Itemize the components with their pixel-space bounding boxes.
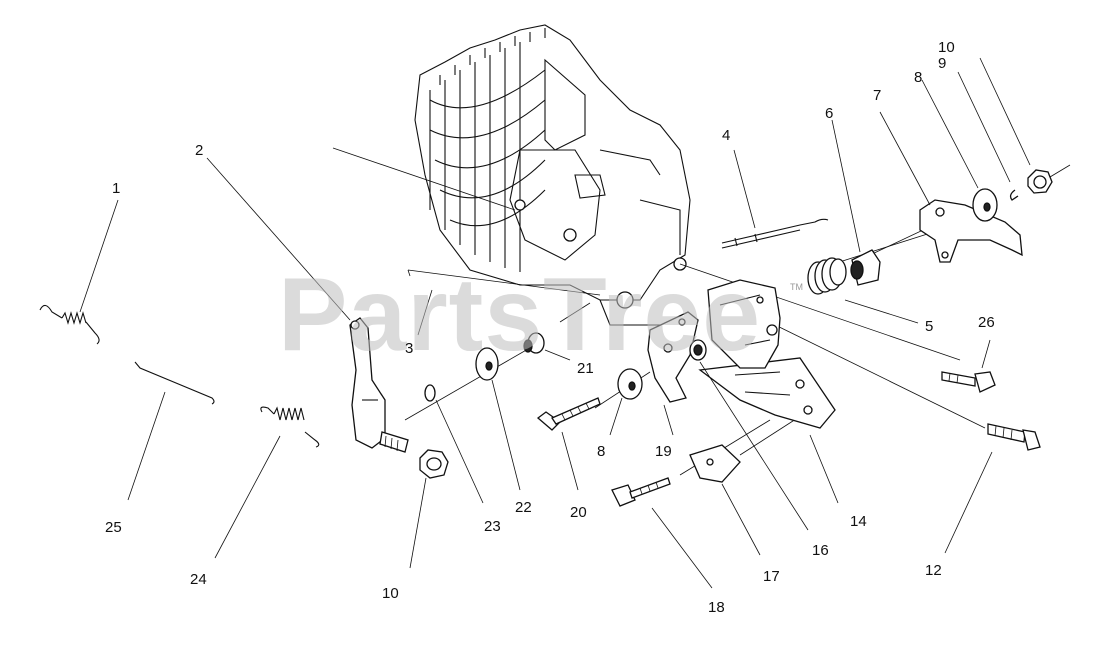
callout-3: 3	[405, 340, 413, 357]
callout-9: 9	[938, 55, 946, 72]
spring-5	[807, 257, 847, 295]
callout-10-lower: 10	[382, 585, 399, 602]
lever-7	[919, 199, 1023, 263]
callout-20: 20	[570, 504, 587, 521]
nut-10-upper	[1027, 169, 1053, 194]
clip-9	[1009, 189, 1019, 201]
clip-17	[689, 444, 741, 483]
callout-leaders	[79, 57, 1031, 589]
bolt-20	[536, 397, 601, 431]
callout-12: 12	[925, 562, 942, 579]
spring-1	[39, 304, 100, 345]
governor-lever	[349, 317, 409, 453]
callout-7: 7	[873, 87, 881, 104]
bushing-6	[850, 249, 881, 286]
callout-14: 14	[850, 513, 867, 530]
watermark: PartsTree	[278, 257, 761, 373]
bolt-26	[941, 371, 996, 393]
spring-24	[260, 406, 320, 448]
callout-17: 17	[763, 568, 780, 585]
bolt-18	[611, 477, 671, 507]
rod-4	[721, 218, 829, 249]
callout-22: 22	[515, 499, 532, 516]
callout-16: 16	[812, 542, 829, 559]
trademark-mark: TM	[790, 282, 803, 292]
callout-18: 18	[708, 599, 725, 616]
washer-8-lower	[617, 368, 643, 400]
washer-23	[424, 384, 436, 402]
callout-19: 19	[655, 443, 672, 460]
callout-8-lower: 8	[597, 443, 605, 460]
bushing-21	[523, 332, 545, 354]
callout-8-upper: 8	[914, 69, 922, 86]
bolt-12	[987, 423, 1041, 451]
callout-4: 4	[722, 127, 730, 144]
engine-block	[414, 24, 691, 326]
callout-26: 26	[978, 314, 995, 331]
callout-21: 21	[577, 360, 594, 377]
callout-numbers: 1 2 3 4 5 6 7 8 9 10 26 12 14 16 17 18 1…	[105, 39, 995, 616]
callout-24: 24	[190, 571, 207, 588]
nut-10-lower	[419, 449, 449, 479]
callout-1: 1	[112, 180, 120, 197]
control-bracket	[707, 279, 781, 369]
callout-23: 23	[484, 518, 501, 535]
plate-14	[698, 357, 836, 429]
rod-25	[134, 361, 215, 405]
callout-10-upper: 10	[938, 39, 955, 56]
washer-8-upper	[972, 188, 998, 222]
callout-6: 6	[825, 105, 833, 122]
callout-25: 25	[105, 519, 122, 536]
callout-5: 5	[925, 318, 933, 335]
callout-2: 2	[195, 142, 203, 159]
washer-22-hole	[485, 361, 493, 371]
bracket-19	[647, 311, 707, 403]
